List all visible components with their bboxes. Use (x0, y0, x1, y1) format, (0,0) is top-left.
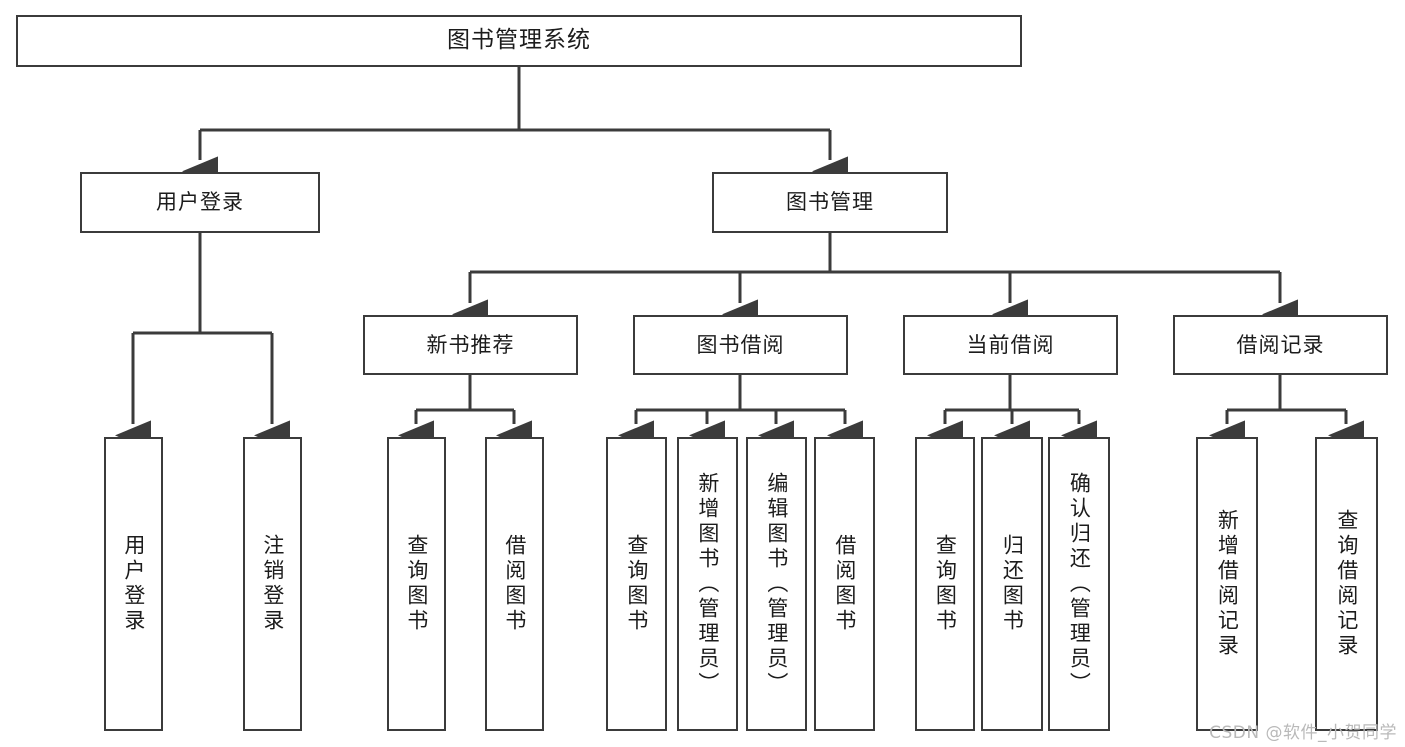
node-user-login-label: 用户登录 (156, 190, 244, 215)
node-user-login[interactable]: 用户登录 (80, 172, 320, 233)
node-leaf-return-book[interactable]: 归还图书 (981, 437, 1043, 731)
node-leaf-label: 新增图书（管理员） (695, 471, 720, 697)
node-root-label: 图书管理系统 (447, 27, 591, 54)
node-leaf-query-book-recommend[interactable]: 查询图书 (387, 437, 446, 731)
node-leaf-label: 查询图书 (404, 534, 429, 634)
node-leaf-label: 查询借阅记录 (1334, 509, 1359, 659)
node-leaf-add-borrow-record[interactable]: 新增借阅记录 (1196, 437, 1258, 731)
node-leaf-borrow-book[interactable]: 借阅图书 (814, 437, 875, 731)
node-borrow-record-label: 借阅记录 (1236, 332, 1325, 357)
node-leaf-confirm-return-admin[interactable]: 确认归还（管理员） (1048, 437, 1110, 731)
node-leaf-query-borrow-record[interactable]: 查询借阅记录 (1315, 437, 1378, 731)
node-leaf-borrow-book-recommend[interactable]: 借阅图书 (485, 437, 544, 731)
node-borrow-record[interactable]: 借阅记录 (1173, 315, 1388, 375)
node-leaf-user-login[interactable]: 用户登录 (104, 437, 163, 731)
node-leaf-label: 新增借阅记录 (1215, 509, 1240, 659)
node-current-borrow-label: 当前借阅 (966, 332, 1055, 357)
node-leaf-label: 查询图书 (933, 534, 958, 634)
node-new-book-recommend[interactable]: 新书推荐 (363, 315, 578, 375)
node-leaf-edit-book-admin[interactable]: 编辑图书（管理员） (746, 437, 807, 731)
node-leaf-label: 查询图书 (624, 534, 649, 634)
node-leaf-logout[interactable]: 注销登录 (243, 437, 302, 731)
node-leaf-label: 确认归还（管理员） (1067, 471, 1092, 697)
node-leaf-label: 编辑图书（管理员） (764, 471, 789, 697)
node-leaf-label: 借阅图书 (832, 534, 857, 634)
node-current-borrow[interactable]: 当前借阅 (903, 315, 1118, 375)
node-book-borrow-label: 图书借阅 (696, 332, 785, 357)
node-leaf-query-book-borrow[interactable]: 查询图书 (606, 437, 667, 731)
node-leaf-label: 用户登录 (121, 534, 146, 634)
node-book-management-label: 图书管理 (786, 190, 874, 215)
node-root-system[interactable]: 图书管理系统 (16, 15, 1022, 67)
node-leaf-add-book-admin[interactable]: 新增图书（管理员） (677, 437, 738, 731)
node-book-management[interactable]: 图书管理 (712, 172, 948, 233)
node-leaf-label: 归还图书 (1000, 534, 1025, 634)
node-book-borrow[interactable]: 图书借阅 (633, 315, 848, 375)
node-new-book-recommend-label: 新书推荐 (426, 332, 515, 357)
node-leaf-query-book-current[interactable]: 查询图书 (915, 437, 975, 731)
node-leaf-label: 借阅图书 (502, 534, 527, 634)
node-leaf-label: 注销登录 (260, 534, 285, 634)
